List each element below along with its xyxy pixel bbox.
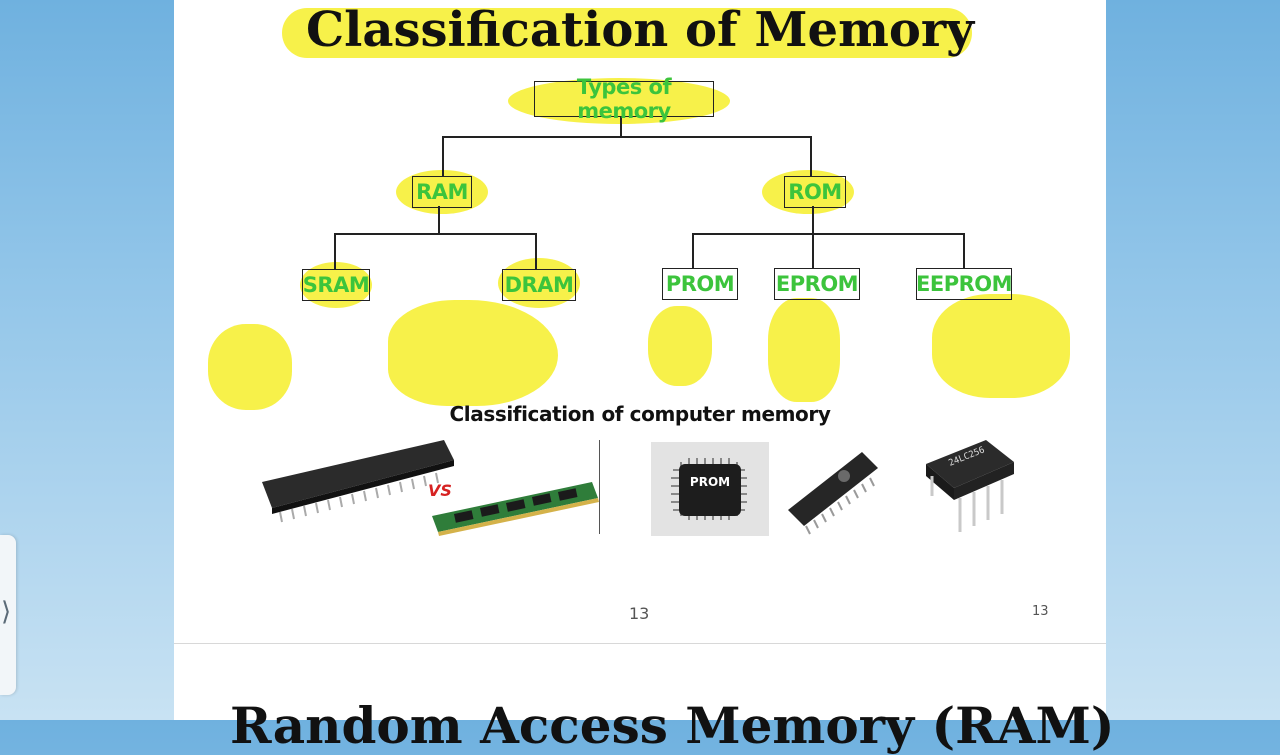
page-number-right: 13 (1032, 604, 1049, 619)
image-separator (599, 440, 601, 534)
connector (442, 136, 444, 176)
dram-node-highlight (498, 258, 580, 308)
node-ram: RAM (412, 176, 472, 208)
eprom-chip-image (788, 452, 878, 535)
annotation-ee (932, 294, 1070, 398)
sidebar-toggle-tab[interactable]: ⟩ (0, 535, 16, 695)
annotation-d (388, 300, 558, 406)
annotation-e (768, 298, 840, 402)
connector (620, 116, 622, 138)
annotation-s (208, 324, 292, 410)
node-sram: SRAM (302, 269, 370, 301)
node-eeprom: EEPROM (916, 268, 1013, 300)
ram-node-highlight (396, 170, 488, 214)
figure-caption: Classification of computer memory (449, 402, 831, 426)
connector (438, 206, 440, 234)
node-prom: PROM (662, 268, 738, 300)
node-dram: DRAM (502, 269, 576, 301)
connector (334, 233, 536, 235)
page-divider (174, 643, 1106, 644)
connector (442, 136, 812, 138)
annotation-p (648, 306, 712, 386)
sram-vs-dram-image: VS (262, 440, 599, 536)
rom-node-highlight (762, 170, 854, 214)
slide-title: Classification of Memory (305, 2, 975, 58)
connector (810, 136, 812, 176)
document-page: Classification of Memory Types of memory… (174, 0, 1115, 755)
dram-stick-picture (432, 482, 599, 536)
node-eprom: EPROM (774, 268, 860, 300)
prom-chip-image: PROM (651, 442, 769, 536)
node-types-of-memory: Types of memory (534, 75, 714, 123)
page-number-center: 13 (629, 604, 650, 623)
node-rom: ROM (784, 176, 846, 208)
connector (334, 233, 336, 269)
sram-chip-picture (262, 440, 454, 523)
title-highlight (282, 8, 972, 58)
eeprom-chip-image: 24LC256 (926, 440, 1014, 532)
prom-chip-label: PROM (690, 475, 730, 489)
connector (692, 233, 964, 235)
connector (963, 233, 965, 269)
connector (692, 233, 694, 269)
connector (535, 233, 537, 269)
connector (812, 206, 814, 268)
chevron-right-icon: ⟩ (1, 597, 12, 627)
vs-label: VS (428, 481, 452, 500)
next-slide-title: Random Access Memory (RAM) (230, 696, 1115, 755)
